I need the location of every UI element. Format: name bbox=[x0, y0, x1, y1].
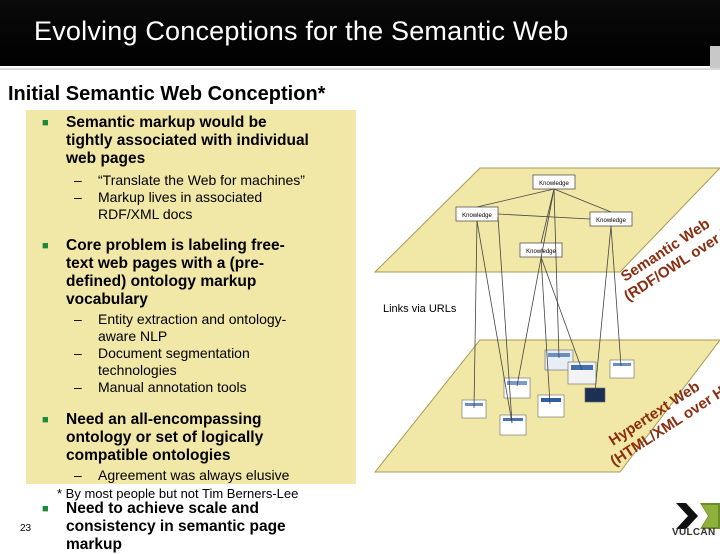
dash: – bbox=[74, 467, 82, 483]
knowledge-node: Knowledge bbox=[519, 242, 563, 258]
web-page-thumbnail bbox=[609, 359, 635, 379]
sub-bullet-text: “Translate the Web for machines” bbox=[98, 172, 305, 188]
bullet-1-text: Semantic markup would be tightly associa… bbox=[66, 114, 309, 168]
knowledge-node: Knowledge bbox=[589, 211, 633, 227]
link-line bbox=[476, 188, 555, 208]
bullet-3-text: Need an all-encompassing ontology or set… bbox=[66, 411, 263, 465]
link-line bbox=[497, 213, 591, 220]
sub-bullet-text: technologies bbox=[98, 362, 177, 378]
web-page-thumbnail bbox=[499, 414, 527, 436]
semantic-web-sublabel: (RDF/OWL over HTTP) bbox=[621, 204, 720, 305]
connector-line bbox=[594, 225, 612, 393]
sub-bullet-text: Document segmentation bbox=[98, 345, 250, 361]
hypertext-web-sublabel: (HTML/XML over HTTP) bbox=[607, 365, 720, 470]
title-divider bbox=[0, 68, 720, 70]
vulcan-logo-icon bbox=[676, 503, 720, 529]
bullet-2-line-3: defined) ontology markup bbox=[66, 273, 257, 290]
link-line bbox=[553, 188, 612, 213]
connector-line bbox=[610, 225, 622, 367]
bullet-icon: ■ bbox=[42, 503, 49, 515]
svg-text:Knowledge: Knowledge bbox=[526, 249, 556, 255]
svg-text:Knowledge: Knowledge bbox=[462, 213, 492, 219]
web-page-thumbnail bbox=[567, 361, 597, 385]
link-line bbox=[540, 188, 555, 244]
svg-text:Knowledge: Knowledge bbox=[596, 218, 626, 224]
bullet-4-line-2: consistency in semantic page bbox=[66, 518, 286, 535]
bullet-2-line-4: vocabulary bbox=[66, 291, 148, 308]
hypertext-web-label: Hypertext Web bbox=[606, 378, 703, 449]
semantic-web-plane bbox=[373, 167, 720, 273]
connector-line bbox=[553, 188, 560, 359]
bullet-1-line-1: Semantic markup would be bbox=[66, 114, 267, 131]
connector-line bbox=[540, 256, 583, 371]
bullet-1-line-2: tightly associated with individual bbox=[66, 132, 309, 149]
connector-line bbox=[516, 188, 555, 387]
bullet-icon: ■ bbox=[42, 240, 49, 252]
sub-bullet-text: Manual annotation tools bbox=[98, 379, 247, 395]
connector-line bbox=[497, 216, 513, 424]
title-bar: Evolving Conceptions for the Semantic We… bbox=[0, 0, 720, 66]
dash: – bbox=[74, 311, 82, 327]
web-page-thumbnail bbox=[584, 387, 606, 403]
sub-bullet-text: aware NLP bbox=[98, 328, 168, 344]
sub-bullet-text: Entity extraction and ontology- bbox=[98, 311, 287, 327]
dash: – bbox=[74, 379, 82, 395]
web-page-thumbnail bbox=[544, 349, 574, 371]
slide-subtitle: Initial Semantic Web Conception* bbox=[8, 83, 326, 105]
connector-line bbox=[476, 220, 513, 424]
links-via-urls-label: Links via URLs bbox=[383, 303, 457, 315]
web-page-thumbnail bbox=[503, 377, 531, 399]
window-edge bbox=[710, 46, 720, 68]
hypertext-web-plane bbox=[373, 339, 720, 473]
semantic-web-label: Semantic Web bbox=[618, 215, 713, 285]
bullet-2-line-2: text web pages with a (pre- bbox=[66, 255, 265, 272]
bullet-4-line-1: Need to achieve scale and bbox=[66, 500, 259, 517]
sub-bullet-text: RDF/XML docs bbox=[98, 206, 193, 222]
sub-bullet-text: Agreement was always elusive bbox=[98, 467, 290, 483]
web-page-thumbnail bbox=[461, 399, 487, 419]
bullet-3-line-3: compatible ontologies bbox=[66, 447, 231, 464]
connector-line bbox=[473, 220, 478, 409]
bullet-icon: ■ bbox=[42, 117, 49, 129]
bullet-icon: ■ bbox=[42, 414, 49, 426]
web-page-thumbnail bbox=[537, 394, 565, 418]
bullet-4-line-3: markup bbox=[66, 536, 122, 553]
dash: – bbox=[74, 345, 82, 361]
bullet-1-line-3: web pages bbox=[66, 150, 146, 167]
bullet-2-text: Core problem is labeling free- text web … bbox=[66, 237, 285, 309]
bullet-3-line-2: ontology or set of logically bbox=[66, 429, 264, 446]
dash: – bbox=[74, 172, 82, 188]
connector-line bbox=[540, 256, 551, 405]
dash: – bbox=[74, 189, 82, 205]
vulcan-logo-text: VULCAN bbox=[672, 527, 716, 538]
bullet-3-line-1: Need an all-encompassing bbox=[66, 411, 262, 428]
sub-bullet-text: Markup lives in associated bbox=[98, 189, 263, 205]
content-panel bbox=[26, 110, 356, 484]
svg-text:Knowledge: Knowledge bbox=[539, 181, 569, 187]
page-number: 23 bbox=[20, 523, 32, 534]
bullet-4-text: Need to achieve scale and consistency in… bbox=[66, 500, 286, 554]
knowledge-node: Knowledge bbox=[455, 206, 499, 222]
bullet-2-line-1: Core problem is labeling free- bbox=[66, 237, 285, 254]
knowledge-node: Knowledge bbox=[532, 174, 576, 190]
footnote: * By most people but not Tim Berners-Lee bbox=[57, 486, 299, 501]
slide-title: Evolving Conceptions for the Semantic We… bbox=[34, 16, 569, 46]
